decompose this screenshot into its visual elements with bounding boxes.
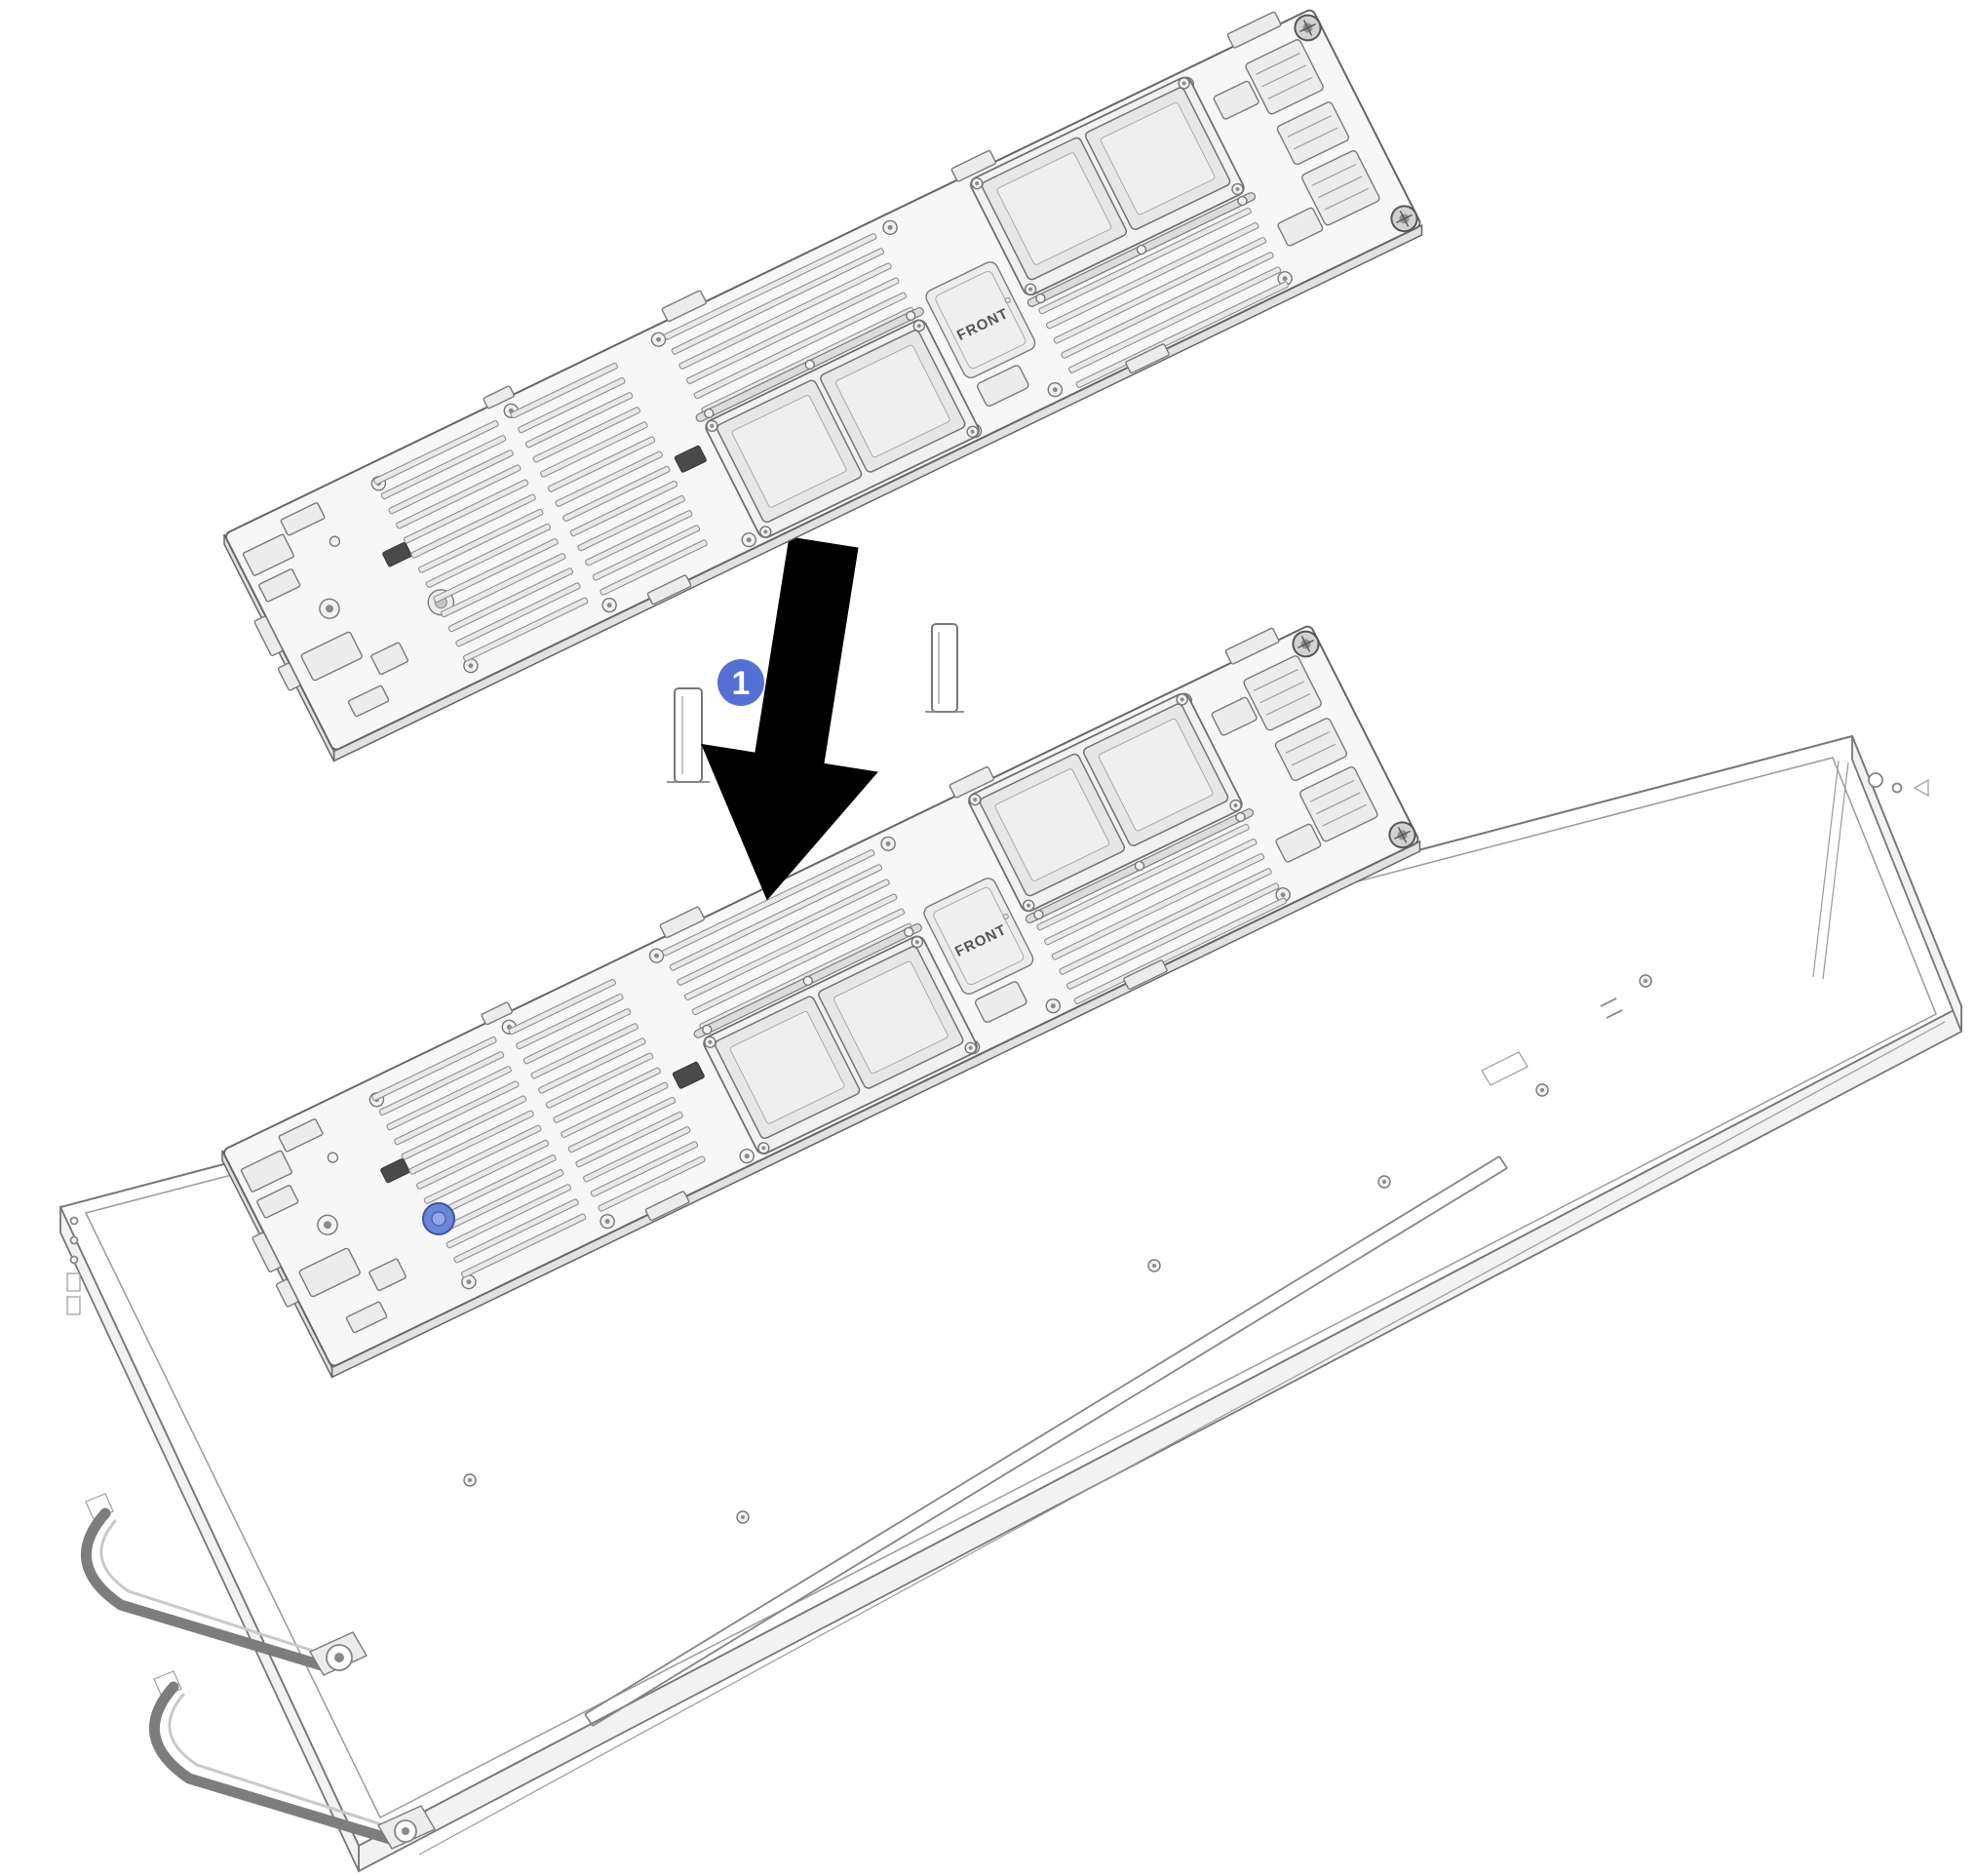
tray-right-wall-details <box>1812 760 1929 980</box>
triangle-mark-icon <box>1913 778 1929 798</box>
server-tray <box>58 623 1963 1873</box>
install-direction-group <box>701 536 878 901</box>
step-number: 1 <box>732 665 751 702</box>
rear-brackets <box>667 623 964 783</box>
step-1-badge: 1 <box>717 659 764 706</box>
floor-screw-holes <box>463 974 1652 1524</box>
tray-left-wall-details <box>66 1216 81 1315</box>
latch-handle-lower <box>148 1681 396 1845</box>
down-arrow-icon <box>701 536 878 901</box>
tray-floor-details <box>463 974 1652 1727</box>
front-wall-groove <box>418 1021 1946 1856</box>
release-plunger <box>422 1202 455 1235</box>
tray-right-wall <box>1851 735 1962 1033</box>
latch-handles <box>80 1493 436 1850</box>
latch-handle-upper <box>80 1507 328 1671</box>
